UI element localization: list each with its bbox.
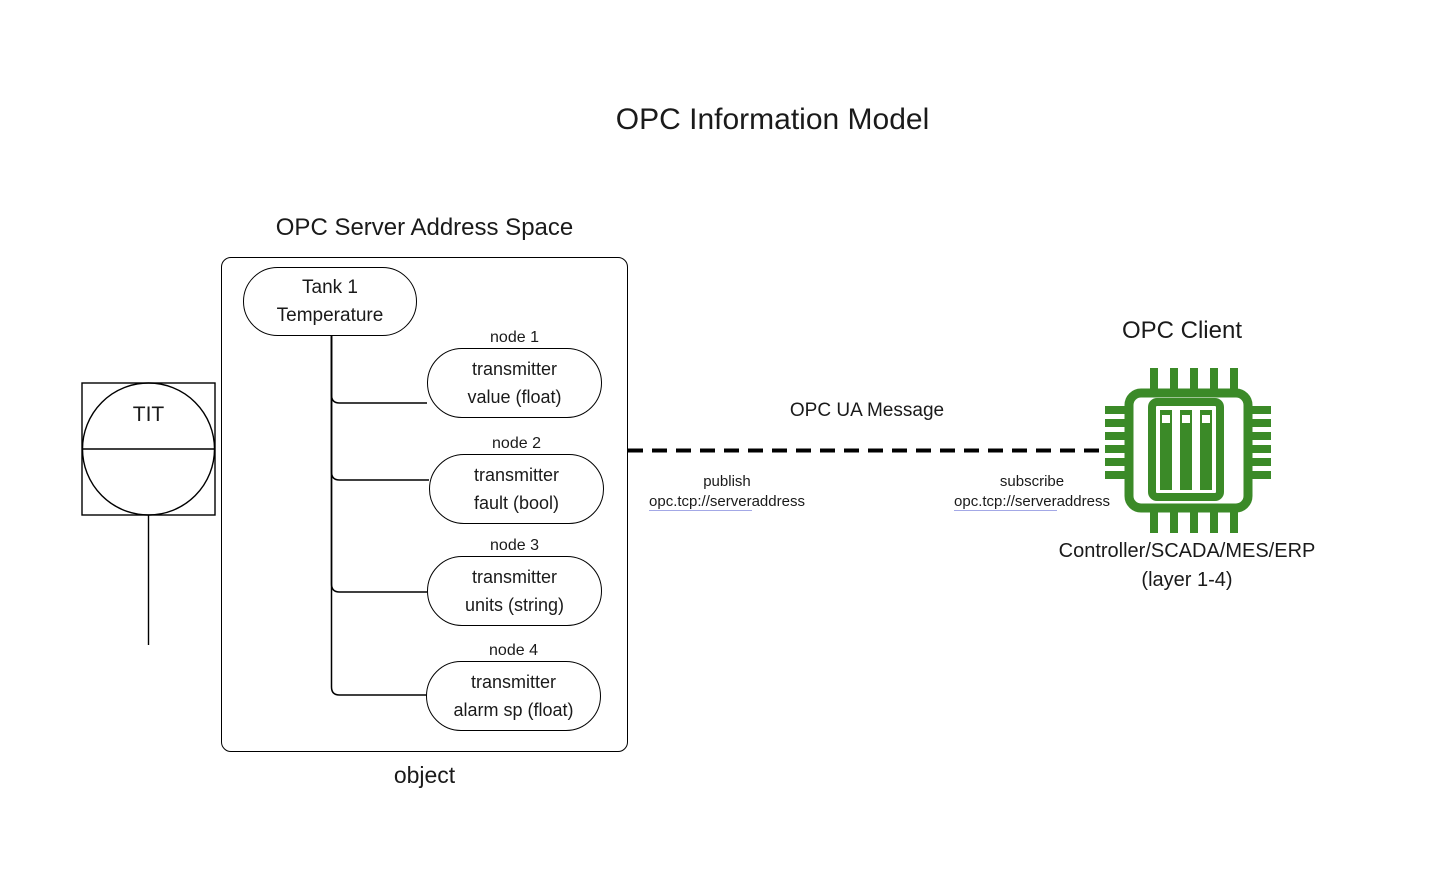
subscribe-endpoint: subscribe opc.tcp://serveraddress [932, 472, 1132, 512]
client-caption: Controller/SCADA/MES/ERP (layer 1-4) [1037, 537, 1337, 595]
node-1-line2: value (float) [467, 387, 562, 407]
chip-icon [1105, 368, 1271, 533]
page-title: OPC Information Model [615, 103, 930, 136]
client-caption-line1: Controller/SCADA/MES/ERP [1058, 540, 1316, 562]
node-4-tag: node 4 [489, 642, 538, 659]
node-1-tag: node 1 [490, 329, 539, 346]
subscribe-url-rest: address [1056, 493, 1110, 510]
tree-node-2: transmitter fault (bool) [429, 454, 604, 524]
node-3-line2: units (string) [464, 595, 565, 615]
publish-url: opc.tcp://serveraddress [627, 492, 827, 512]
publish-action-label: publish [703, 473, 751, 490]
publish-url-rest: address [751, 493, 805, 510]
node-4-line2: alarm sp (float) [453, 700, 574, 720]
server-address-space-box [221, 257, 628, 752]
publish-url-link[interactable]: opc.tcp://server [649, 493, 752, 511]
tree-node-3: transmitter units (string) [427, 556, 602, 626]
node-4-line1: transmitter [470, 672, 557, 692]
tank-node-line1: Tank 1 [302, 276, 358, 298]
node-1-line1: transmitter [471, 359, 558, 379]
node-3-tag: node 3 [490, 537, 539, 554]
subscribe-url-link[interactable]: opc.tcp://server [954, 493, 1057, 511]
subscribe-url: opc.tcp://serveraddress [932, 492, 1132, 512]
tank-node-line2: Temperature [276, 304, 384, 326]
node-2-tag: node 2 [492, 435, 541, 452]
tree-root-tank-temperature: Tank 1 Temperature [243, 267, 417, 336]
publish-endpoint: publish opc.tcp://serveraddress [627, 472, 827, 512]
opc-ua-message-label: OPC UA Message [767, 398, 967, 424]
tree-node-1: transmitter value (float) [427, 348, 602, 418]
transmitter-instrument-symbol [81, 382, 216, 645]
node-2-line2: fault (bool) [473, 493, 560, 513]
node-3-line1: transmitter [471, 567, 558, 587]
client-caption-line2: (layer 1-4) [1141, 569, 1233, 591]
object-caption: object [393, 762, 456, 788]
instrument-tag-label: TIT [132, 403, 165, 426]
node-2-line1: transmitter [473, 465, 560, 485]
tree-node-4: transmitter alarm sp (float) [426, 661, 601, 731]
subscribe-action-label: subscribe [999, 473, 1065, 490]
opc-client-title: OPC Client [1121, 317, 1243, 344]
server-address-space-title: OPC Server Address Space [275, 214, 574, 241]
